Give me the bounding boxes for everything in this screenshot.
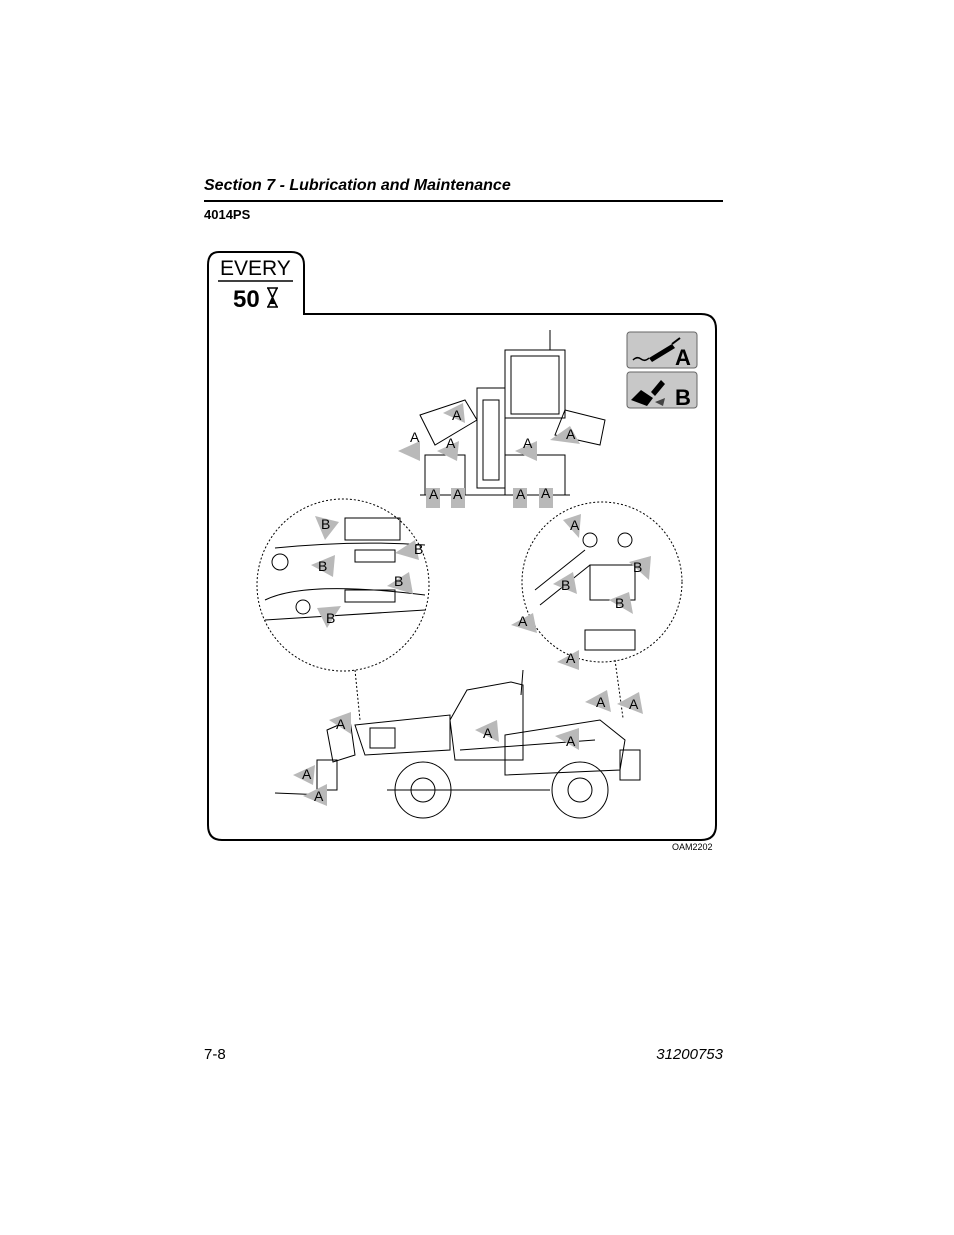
callout-a-side-2: A [293, 765, 315, 785]
svg-text:B: B [633, 559, 642, 575]
document-number: 31200753 [656, 1046, 723, 1063]
brush-icon [631, 380, 665, 406]
callout-a-side-4: A [475, 720, 499, 742]
svg-text:A: A [410, 429, 420, 445]
hourglass-icon [267, 287, 278, 308]
leader-left [354, 669, 361, 721]
svg-text:B: B [318, 558, 327, 574]
hours-label: 50 [233, 286, 260, 313]
callout-a-side-1: A [329, 712, 351, 734]
callout-b-2: B [395, 540, 423, 560]
svg-text:B: B [321, 516, 330, 532]
callout-b-1: B [315, 516, 339, 540]
model-label: 4014PS [204, 207, 251, 222]
page-number: 7-8 [204, 1046, 226, 1063]
every-label: EVERY [220, 257, 291, 280]
callout-a-right-circle-bottom: A [557, 650, 579, 670]
callout-a-bottom2: A [451, 486, 465, 508]
figure-frame [207, 251, 717, 841]
callout-a-side-5: A [555, 728, 579, 750]
svg-text:A: A [629, 696, 639, 712]
callouts: A A A A A A A A A A B B B B B A B B B A … [293, 403, 651, 806]
svg-text:A: A [570, 517, 580, 533]
svg-text:A: A [541, 485, 551, 501]
callout-b-right-1: B [553, 572, 577, 594]
svg-text:A: A [452, 407, 462, 423]
svg-text:A: A [523, 435, 533, 451]
callout-a-side-3: A [303, 784, 327, 806]
svg-text:A: A [336, 716, 346, 732]
callout-a-front-top: A [443, 403, 465, 423]
svg-text:B: B [615, 595, 624, 611]
svg-text:B: B [561, 577, 570, 593]
callout-b-5: B [317, 606, 341, 628]
callout-a-front-mid: A [437, 435, 459, 461]
svg-text:A: A [596, 694, 606, 710]
svg-text:A: A [453, 486, 463, 502]
svg-text:A: A [566, 733, 576, 749]
callout-b-4: B [387, 572, 413, 594]
header-rule [204, 200, 723, 202]
svg-text:B: B [414, 541, 423, 557]
svg-text:B: B [326, 610, 335, 626]
legend-letter-a: A [675, 345, 691, 370]
side-view-drawing [274, 669, 641, 819]
callout-a-right-circle-top: A [563, 514, 581, 538]
section-title: Section 7 - Lubrication and Maintenance [204, 177, 511, 194]
callout-a-bottom1: A [426, 486, 440, 508]
svg-text:A: A [518, 613, 528, 629]
svg-text:B: B [394, 573, 403, 589]
figure-code: OAM2202 [672, 842, 713, 852]
callout-a-side-6: A [585, 690, 611, 712]
svg-text:A: A [302, 766, 312, 782]
svg-text:A: A [566, 650, 576, 666]
boom-detail-drawing [256, 498, 430, 672]
legend-grease-gun: A [626, 331, 698, 370]
callout-a-side-7: A [617, 692, 643, 714]
svg-text:A: A [516, 486, 526, 502]
callout-a-front-right2: A [550, 426, 580, 444]
callout-a-bottom3: A [513, 486, 527, 508]
svg-text:A: A [446, 435, 456, 451]
legend-letter-b: B [675, 385, 691, 410]
svg-text:A: A [483, 725, 493, 741]
lubrication-figure: EVERY 50 A B [207, 251, 717, 841]
callout-b-right-2: B [629, 556, 651, 580]
callout-a-bottom4: A [539, 485, 553, 508]
callout-b-right-3: B [609, 592, 633, 614]
svg-text:A: A [429, 486, 439, 502]
callout-a-right-circle-left: A [511, 613, 537, 633]
chassis-detail-drawing [521, 501, 683, 663]
callout-a-front-right1: A [515, 435, 537, 461]
legend-brush: B [626, 371, 698, 410]
callout-b-3: B [311, 555, 335, 577]
callout-a-front-left: A [398, 429, 420, 461]
grease-gun-icon [632, 337, 681, 362]
svg-text:A: A [566, 426, 576, 442]
leader-right [614, 659, 624, 719]
svg-text:A: A [314, 788, 324, 804]
